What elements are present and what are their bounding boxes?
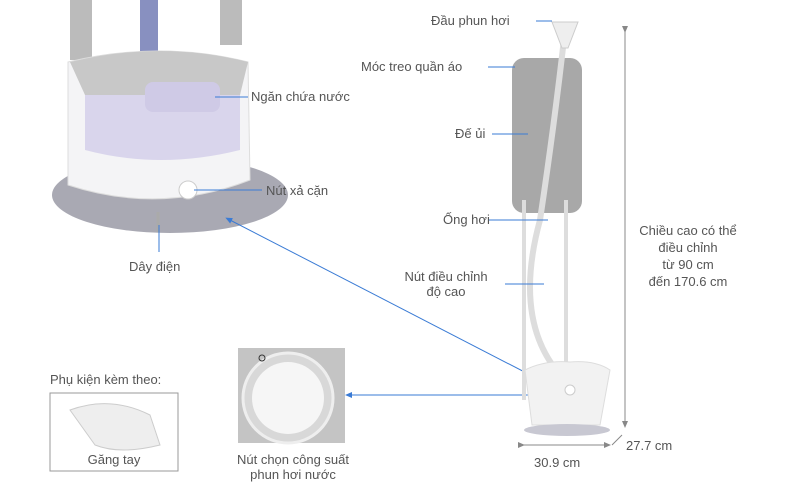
full-steamer-image bbox=[512, 21, 611, 436]
label-line: đến 170.6 cm bbox=[648, 274, 728, 289]
label-line: Chiều cao có thể bbox=[639, 223, 737, 238]
glove-image bbox=[69, 403, 161, 451]
label-hanger: Móc treo quần áo bbox=[361, 59, 463, 74]
depth-dimension-line bbox=[611, 434, 623, 446]
label-steam-head: Đầu phun hơi bbox=[431, 13, 510, 28]
label-power-cord: Dây điện bbox=[129, 259, 181, 274]
zoom-arrow-base bbox=[225, 217, 541, 381]
label-line: phun hơi nước bbox=[250, 467, 336, 482]
width-dimension-label: 30.9 cm bbox=[534, 455, 581, 470]
label-power-knob: Nút chọn công suất phun hơi nước bbox=[218, 452, 368, 482]
depth-dimension-label: 27.7 cm bbox=[626, 438, 673, 453]
height-dimension-label: Chiều cao có thể điều chỉnh từ 90 cm đến… bbox=[628, 222, 748, 290]
label-steam-hose: Ống hơi bbox=[443, 212, 490, 227]
label-ironing-board: Đế ủi bbox=[455, 126, 486, 141]
label-height-adjust: Nút điều chỉnh độ cao bbox=[388, 269, 504, 299]
label-water-tank: Ngăn chứa nước bbox=[251, 89, 350, 104]
label-drain-button: Nút xả cặn bbox=[266, 183, 329, 198]
base-closeup-image bbox=[52, 0, 288, 233]
label-line: độ cao bbox=[426, 284, 466, 299]
power-knob-closeup-image bbox=[238, 348, 345, 445]
label-glove: Găng tay bbox=[87, 452, 141, 467]
label-line: Nút điều chỉnh bbox=[404, 269, 488, 284]
label-line: từ 90 cm bbox=[662, 257, 714, 272]
label-line: điều chỉnh bbox=[658, 240, 718, 255]
label-line: Nút chọn công suất bbox=[236, 452, 350, 467]
accessories-title: Phụ kiện kèm theo: bbox=[50, 372, 162, 387]
